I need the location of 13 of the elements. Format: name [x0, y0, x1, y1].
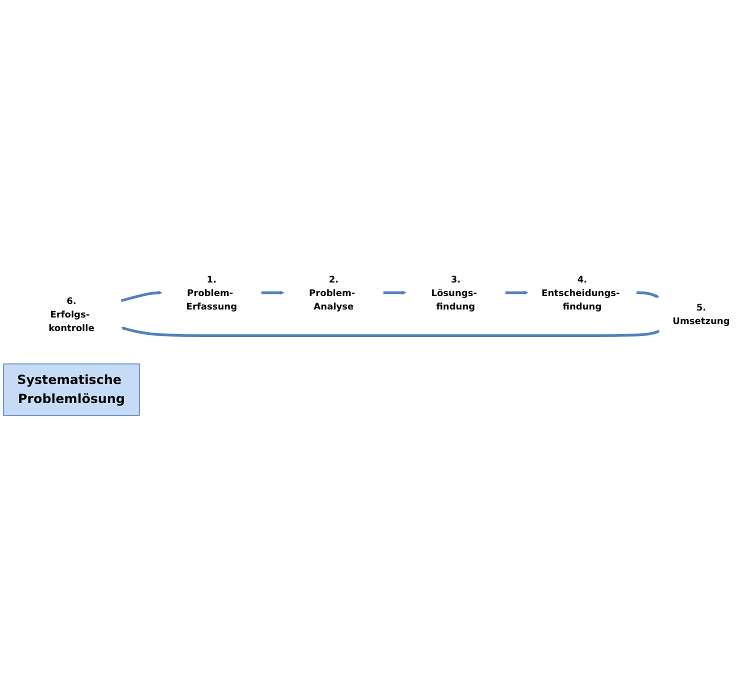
node-text: 4. Entscheidungs- findung — [542, 274, 620, 312]
arrow — [636, 291, 660, 298]
arrow — [383, 290, 406, 295]
node-box: Systematische Problemlösung — [3, 363, 140, 416]
arrow — [121, 326, 660, 337]
node-text: 1. Problem- Erfassung — [186, 274, 238, 312]
arrow — [261, 290, 284, 295]
arrow — [505, 290, 528, 295]
node-text: 2. Problem- Analyse — [309, 274, 356, 312]
node-text: 3. Lösungs- findung — [431, 274, 478, 312]
node-text: 6. Erfolgs- kontrolle — [48, 295, 94, 334]
node-text: 5. Umsetzung — [672, 302, 730, 326]
arrow — [120, 290, 162, 302]
